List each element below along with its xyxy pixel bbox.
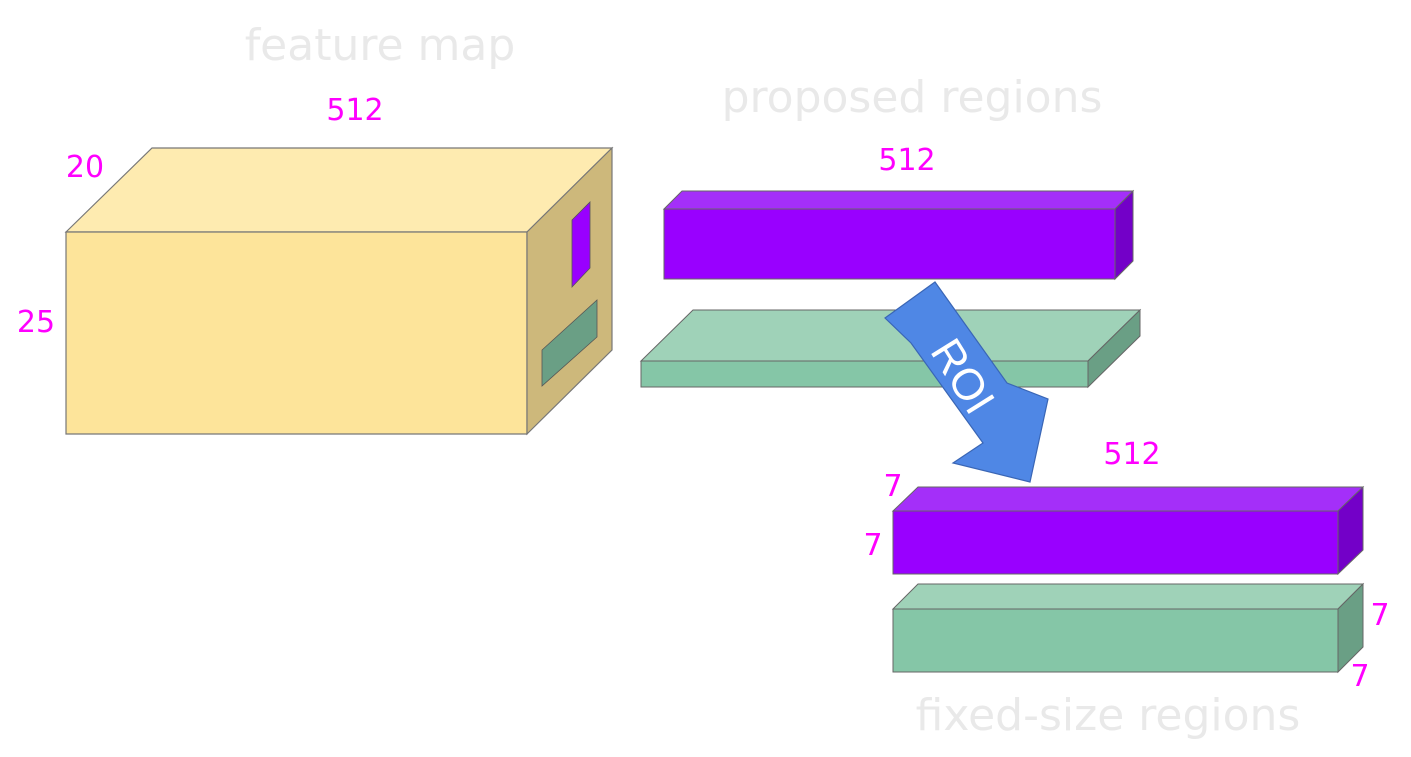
proposed-width-label: 512 bbox=[878, 143, 935, 178]
fixed-purple-top-face bbox=[891, 486, 1365, 512]
fixed-purple-side-face bbox=[1337, 485, 1364, 576]
roi-arrow-shape bbox=[884, 281, 1049, 483]
fixed-green-depth-label: 7 bbox=[1370, 598, 1389, 633]
proposed-purple-region bbox=[662, 189, 1135, 281]
fixed-height-label: 7 bbox=[863, 528, 882, 563]
fixed-green-front-face bbox=[892, 608, 1339, 673]
feature-map-green-region bbox=[541, 299, 598, 387]
proposed-purple-front-face bbox=[663, 208, 1116, 280]
fixed-green-top-face bbox=[891, 583, 1365, 610]
proposed-purple-side-face bbox=[1114, 189, 1134, 281]
proposed-regions-title: proposed regions bbox=[722, 72, 1103, 123]
proposed-green-front-face bbox=[640, 360, 1089, 388]
fixed-size-regions-title: fixed-size regions bbox=[916, 690, 1301, 741]
feature-map-depth-label: 20 bbox=[66, 150, 104, 185]
feature-map-purple-region bbox=[571, 201, 591, 289]
fixed-purple-region bbox=[891, 485, 1365, 576]
feature-map-top-face bbox=[64, 147, 614, 233]
feature-map-width-label: 512 bbox=[326, 93, 383, 128]
fixed-green-height-label: 7 bbox=[1350, 659, 1369, 694]
fixed-green-region bbox=[891, 582, 1365, 674]
feature-map-height-label: 25 bbox=[17, 305, 55, 340]
feature-map-title: feature map bbox=[245, 20, 516, 71]
fixed-width-label: 512 bbox=[1103, 437, 1160, 472]
feature-map-front-face bbox=[65, 231, 528, 435]
fixed-depth-label: 7 bbox=[883, 469, 902, 504]
proposed-purple-top-face bbox=[662, 190, 1135, 210]
feature-map-box bbox=[64, 146, 614, 436]
fixed-green-side-face bbox=[1337, 582, 1364, 674]
proposed-green-side-face bbox=[1087, 308, 1141, 389]
fixed-purple-front-face bbox=[892, 510, 1339, 575]
